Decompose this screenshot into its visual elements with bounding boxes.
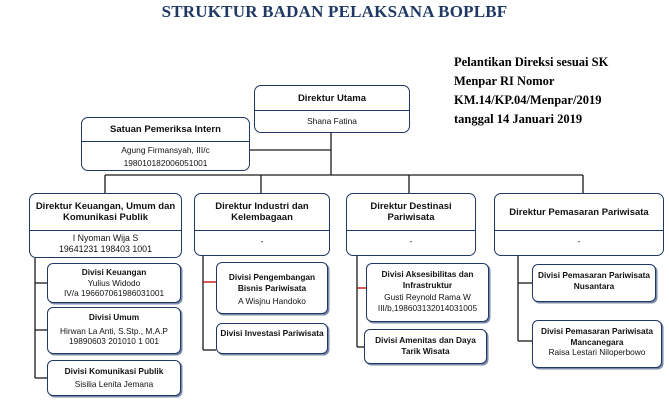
dir-keuangan-name: I Nyoman Wija S (72, 233, 139, 243)
div-investasi-title: Divisi Investasi Pariwisata (220, 328, 324, 338)
div-nusantara-title: Divisi Pemasaran Pariwisata Nusantara (537, 270, 651, 291)
div-mancanegara-title: Divisi Pemasaran Pariwisata Mancanegara (540, 326, 654, 347)
box-div-amenitas: Divisi Amenitas dan Daya Tarik Wisata (364, 329, 487, 364)
box-div-aksesibilitas: Divisi Aksesibilitas dan Infrastruktur G… (366, 263, 489, 322)
div-aksesibilitas-nip: III/b,198603132014031005 (377, 302, 478, 313)
decree-note-line: tanggal 14 Januari 2019 (454, 112, 583, 126)
div-keuangan-title: Divisi Keuangan (81, 267, 147, 277)
dir-keuangan-nip: 19641231 198403 1001 (59, 244, 152, 254)
div-pengembangan-name: A Wisjnu Handoko (238, 296, 306, 306)
div-komunikasi-name: Sisilia Lenita Jemana (74, 378, 154, 389)
decree-note-line: Pelantikan Direksi sesuai SK (454, 55, 609, 69)
decree-note-line: Menpar RI Nomor (454, 74, 555, 88)
dir-destinasi-title: Direktur Destinasi Pariwisata (347, 194, 475, 231)
decree-note: Pelantikan Direksi sesuai SK Menpar RI N… (454, 53, 664, 129)
box-div-mancanegara: Divisi Pemasaran Pariwisata Mancanegara … (532, 320, 662, 368)
div-umum-name: Hirwan La Anti, S.Stp., M.A.P (60, 325, 168, 336)
div-amenitas-title: Divisi Amenitas dan Daya Tarik Wisata (375, 335, 476, 356)
div-aksesibilitas-name: Gusti Reynold Rama W (384, 292, 471, 302)
spi-title: Satuan Pemeriksa Intern (82, 118, 249, 142)
box-direktur-utama: Direktur Utama Shana Fatina (254, 85, 410, 133)
dir-keuangan-title: Direktur Keuangan, Umum dan Komunikasi P… (30, 194, 181, 231)
box-div-nusantara: Divisi Pemasaran Pariwisata Nusantara (532, 264, 656, 302)
direktur-utama-title: Direktur Utama (255, 86, 409, 111)
dir-pemasaran-name: - (577, 236, 581, 246)
box-spi: Satuan Pemeriksa Intern Agung Firmansyah… (81, 117, 250, 171)
div-keuangan-nip: IV/a 196607061986031001 (63, 288, 165, 298)
dir-destinasi-name: - (409, 236, 413, 246)
div-mancanegara-name: Raisa Lestari Niloperbowo (548, 347, 646, 357)
box-div-pengembangan: Divisi Pengembangan Bisnis Pariwisata A … (216, 262, 328, 314)
div-umum-nip: 19890603 201010 1 001 (69, 336, 159, 346)
box-div-investasi: Divisi Investasi Pariwisata (216, 323, 328, 354)
box-div-keuangan: Divisi Keuangan Yulius Widodo IV/a 19660… (47, 263, 181, 303)
box-dir-destinasi: Direktur Destinasi Pariwisata - (346, 193, 476, 256)
box-dir-pemasaran: Direktur Pemasaran Pariwisata - (494, 193, 664, 256)
dir-industri-name: - (260, 236, 264, 246)
dir-industri-title: Direktur Industri dan Kelembagaan (195, 194, 329, 231)
chart-title: STRUKTUR BADAN PELAKSANA BOPLBF (161, 2, 508, 21)
spi-name: Agung Firmansyah, III/c (121, 145, 210, 155)
div-keuangan-name: Yulius Widodo (87, 277, 141, 288)
div-aksesibilitas-title: Divisi Aksesibilitas dan Infrastruktur (381, 269, 474, 290)
decree-note-line: KM.14/KP.04/Menpar/2019 (454, 93, 602, 107)
div-umum-title: Divisi Umum (88, 312, 140, 322)
direktur-utama-name: Shana Fatina (307, 116, 357, 126)
spi-nip: 198010182006051001 (123, 158, 208, 168)
box-dir-industri: Direktur Industri dan Kelembagaan - (194, 193, 330, 256)
box-dir-keuangan: Direktur Keuangan, Umum dan Komunikasi P… (29, 193, 182, 258)
dir-pemasaran-title: Direktur Pemasaran Pariwisata (495, 194, 663, 231)
box-div-komunikasi: Divisi Komunikasi Publik Sisilia Lenita … (47, 360, 181, 396)
div-komunikasi-title: Divisi Komunikasi Publik (64, 366, 164, 376)
box-div-umum: Divisi Umum Hirwan La Anti, S.Stp., M.A.… (47, 307, 181, 354)
div-pengembangan-title: Divisi Pengembangan Bisnis Pariwisata (228, 272, 316, 293)
